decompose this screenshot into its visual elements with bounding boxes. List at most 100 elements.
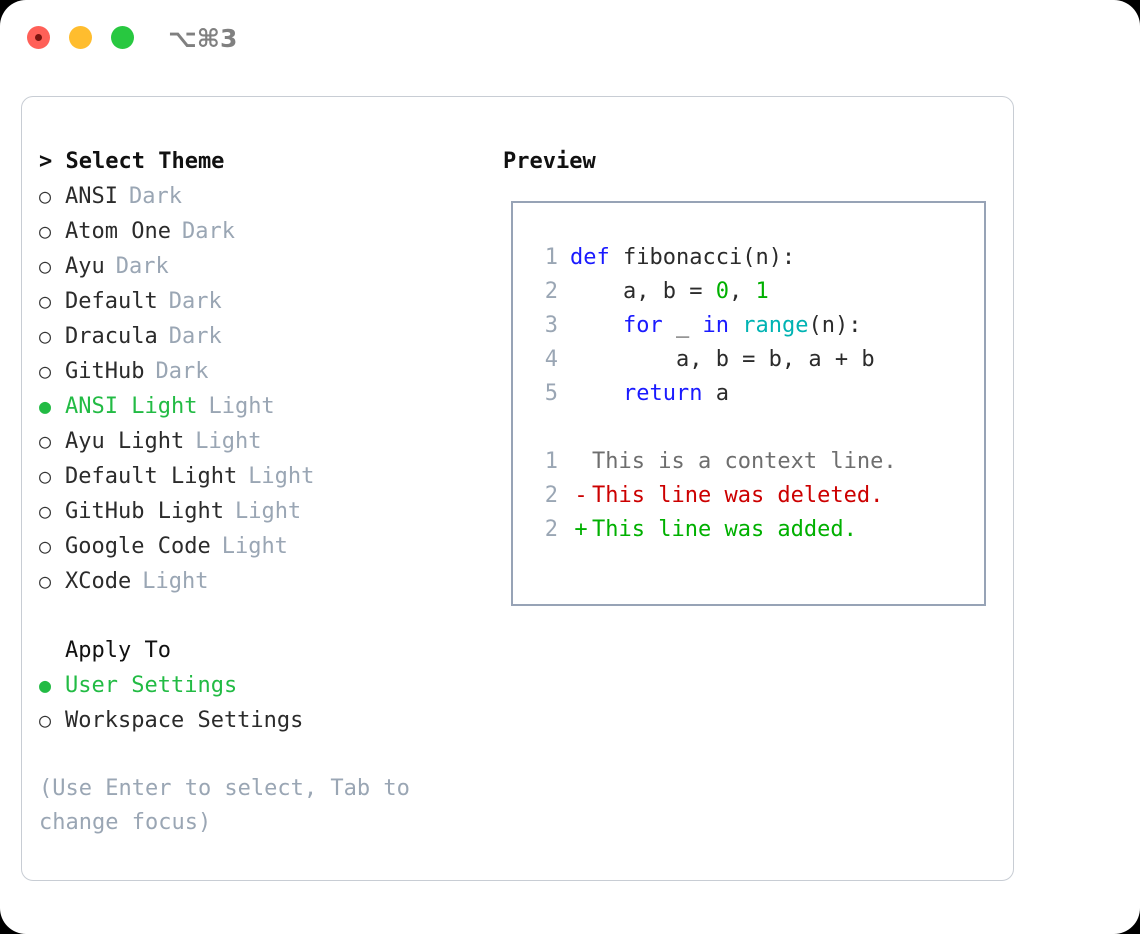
apply-to-option-label: User Settings [65,673,238,698]
code-line-text: for _ in range(n): [570,309,861,343]
code-line: 3 for _ in range(n): [513,309,984,343]
theme-option-variant-tag: Dark [155,359,209,384]
theme-option-label: ANSI Light [65,394,198,419]
theme-option[interactable]: ○ Atom One Dark [39,214,499,249]
code-token [570,313,623,338]
theme-option[interactable]: ○ GitHub Dark [39,354,499,389]
preview-heading: Preview [503,149,596,174]
radio-unselected-icon: ○ [39,359,52,383]
code-line-number: 1 [544,245,558,270]
apply-to-option[interactable]: ○Workspace Settings [39,703,499,738]
code-token: a [702,381,729,406]
theme-option[interactable]: ○ Ayu Light Light [39,424,499,459]
theme-option[interactable]: ● ANSI Light Light [39,389,499,424]
code-line-text: def fibonacci(n): [570,241,795,275]
apply-to-option-label: Workspace Settings [65,708,304,733]
diff-line-text: This is a context line. [592,449,897,474]
theme-option-label: Ayu Light [65,429,185,454]
radio-unselected-icon: ○ [39,289,52,313]
close-button[interactable] [27,26,50,49]
code-line-text: return a [570,377,729,411]
diff-line-del: 2-This line was deleted. [513,479,984,513]
preview-box: 1 def fibonacci(n): 2 a, b = 0, 1 3 for _ i… [511,201,986,606]
theme-option[interactable]: ○ Dracula Dark [39,319,499,354]
theme-option-variant-tag: Light [142,569,209,594]
code-token: , [728,279,756,304]
diff-line-number: 2 [544,517,558,542]
theme-option-variant-tag: Light [208,394,275,419]
radio-unselected-icon: ○ [39,219,52,243]
traffic-light-controls [27,26,134,49]
theme-option-variant-tag: Light [195,429,262,454]
diff-line-ctx: 1 This is a context line. [513,445,984,479]
apply-to-list[interactable]: ● User Settings ○Workspace Settings [39,668,499,738]
theme-option-label: GitHub Light [65,499,224,524]
title-bar: ⌥⌘3 [0,0,1140,78]
theme-option-label: GitHub [65,359,145,384]
code-line-text: a, b = b, a + b [570,343,875,377]
theme-option-label: Dracula [65,324,158,349]
code-line-number: 4 [544,347,558,372]
code-line-number: 5 [544,381,558,406]
diff-line-text: This line was added. [592,517,857,542]
code-token: def [570,245,610,270]
radio-unselected-icon: ○ [39,534,52,558]
code-token: _ [662,313,703,338]
code-token: return [622,381,703,406]
code-token: fibonacci(n): [609,245,796,270]
preview-column: Preview 1 def fibonacci(n): 2 a, b = 0, 1 3… [501,145,1001,606]
keyboard-hint-text: (Use Enter to select, Tab to change focu… [39,776,410,835]
theme-option-variant-tag: Light [234,499,302,524]
diff-sample: 1 This is a context line.2-This line was… [513,445,984,547]
code-token [729,313,742,338]
theme-option-label: Atom One [65,219,171,244]
minimize-button[interactable] [69,26,92,49]
code-token: a, b = b, a + b [570,347,875,372]
theme-option-label: Default [65,289,158,314]
code-line: 1 def fibonacci(n): [513,241,984,275]
radio-unselected-icon: ○ [39,429,52,453]
theme-option-variant-tag: Dark [168,289,222,314]
code-line: 4 a, b = b, a + b [513,343,984,377]
radio-selected-icon: ● [39,394,52,418]
apply-to-option[interactable]: ● User Settings [39,668,499,703]
theme-option-label: XCode [65,569,132,594]
theme-option[interactable]: ○ GitHub Light Light [39,494,499,529]
radio-unselected-icon: ○ [39,324,52,348]
diff-line-number: 1 [544,449,558,474]
code-token: for [622,313,663,338]
apply-to-title: Apply To [65,638,171,663]
theme-option-variant-tag: Dark [115,254,169,279]
diff-line-add: 2+This line was added. [513,513,984,547]
radio-unselected-icon: ○ [39,254,52,278]
code-token: 0 [715,279,729,304]
radio-selected-icon: ● [39,673,52,697]
theme-option[interactable]: ○ Default Dark [39,284,499,319]
theme-option[interactable]: ○ XCode Light [39,564,499,599]
code-token: (n): [808,313,862,338]
apply-to-section: Apply To ● User Settings ○Workspace Settin… [39,634,499,738]
radio-unselected-icon: ○ [39,184,52,208]
radio-unselected-icon: ○ [39,569,52,593]
code-token: 1 [755,279,769,304]
radio-unselected-icon: ○ [39,499,52,523]
code-token: a, b = [570,279,716,304]
code-line: 5 return a [513,377,984,411]
preview-spacer [513,411,984,445]
theme-option-variant-tag: Dark [181,219,235,244]
diff-marker: - [574,483,588,508]
theme-option-variant-tag: Light [248,464,315,489]
code-token: range [742,313,809,338]
theme-option-variant-tag: Dark [168,324,222,349]
radio-unselected-icon: ○ [39,464,52,488]
maximize-button[interactable] [111,26,134,49]
theme-option-label: Google Code [65,534,211,559]
